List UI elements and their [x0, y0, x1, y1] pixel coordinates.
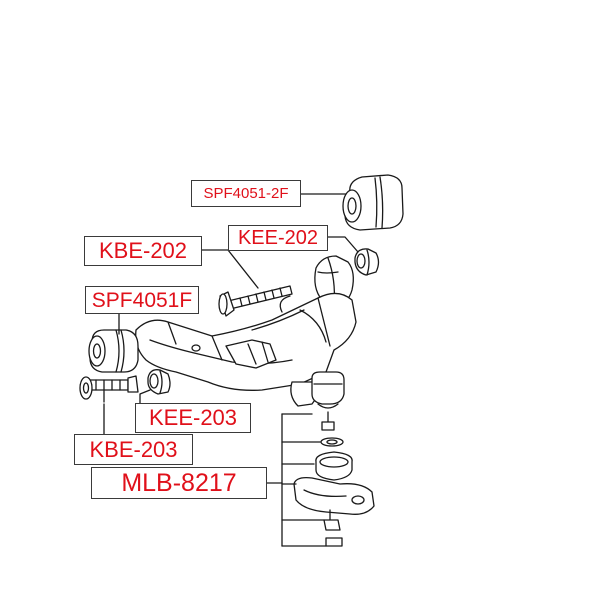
- label-kbe-202[interactable]: KBE-202: [84, 236, 202, 266]
- bolt-kbe-202: [218, 285, 293, 317]
- label-kee-203[interactable]: KEE-203: [135, 403, 251, 433]
- label-kbe-203[interactable]: KBE-203: [74, 434, 193, 465]
- lower-control-arm: [135, 292, 357, 407]
- label-mlb-8217[interactable]: MLB-8217: [91, 467, 267, 499]
- bolt-kbe-203: [79, 375, 139, 400]
- label-spf4051f[interactable]: SPF4051F: [85, 286, 199, 314]
- ball-joint-mlb-8217: [293, 371, 375, 547]
- bushing-front-spf4051f: [88, 329, 139, 373]
- label-spf4051-2f[interactable]: SPF4051-2F: [191, 180, 301, 207]
- leader-lines: [103, 193, 359, 547]
- label-kee-202[interactable]: KEE-202: [228, 225, 328, 251]
- bushing-kee-203: [147, 369, 171, 395]
- bushing-upper-spf4051-2f: [342, 174, 404, 231]
- bushing-kee-202: [354, 248, 380, 276]
